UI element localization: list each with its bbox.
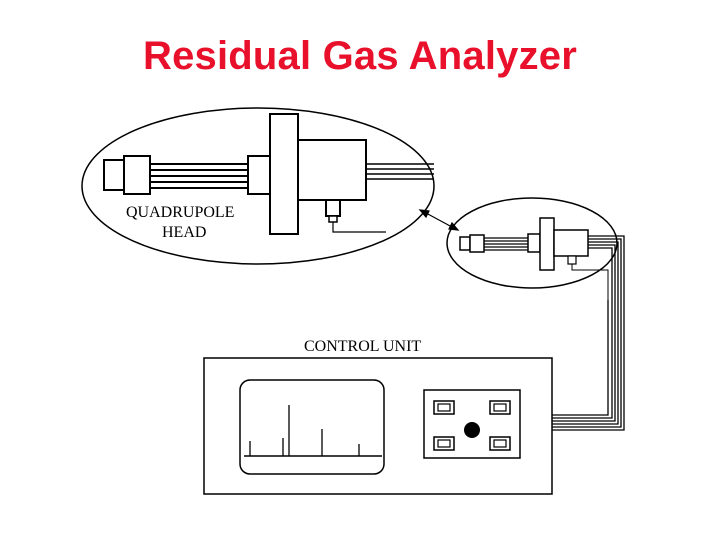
- small-feedthrough-lead: [571, 264, 609, 300]
- small-feedthrough: [567, 255, 577, 265]
- control-knob: [464, 422, 480, 438]
- magnified-ellipse: [81, 107, 435, 265]
- small-flange: [539, 217, 555, 271]
- small-collar: [527, 233, 541, 253]
- system-cable: [552, 235, 625, 431]
- mounting-flange: [269, 113, 299, 235]
- panel-display-top-right: [489, 400, 511, 415]
- panel-display-bottom-right: [489, 436, 511, 451]
- rod-collar: [247, 155, 271, 195]
- panel-display-top-left: [433, 400, 455, 415]
- spectrum-peaks: [249, 405, 360, 456]
- head-cable: [366, 163, 434, 180]
- control-unit: CONTROL UNIT: [203, 338, 553, 495]
- detector-body: [297, 139, 367, 201]
- small-rods: [484, 237, 528, 251]
- small-ellipse: [446, 197, 618, 289]
- magnified-head-view: QUADRUPOLE HEAD: [81, 107, 435, 265]
- panel-display-bottom-left: [433, 436, 455, 451]
- label-head: HEAD: [162, 224, 206, 241]
- head-end-connector: [103, 159, 125, 191]
- feedthrough-lead: [332, 222, 386, 233]
- page-title: Residual Gas Analyzer: [142, 34, 577, 78]
- quadrupole-rods: [150, 163, 248, 189]
- small-head-cap: [469, 234, 485, 253]
- label-quadrupole: QUADRUPOLE: [126, 204, 234, 221]
- signal-feedthrough-tip: [328, 215, 338, 223]
- head-in-system-view: [446, 197, 618, 300]
- small-head-connector: [459, 236, 471, 251]
- small-body: [553, 229, 589, 257]
- spectrum-screen: [239, 379, 385, 475]
- signal-feedthrough: [325, 199, 341, 217]
- head-end-cap: [123, 155, 151, 195]
- label-control-unit: CONTROL UNIT: [304, 338, 421, 355]
